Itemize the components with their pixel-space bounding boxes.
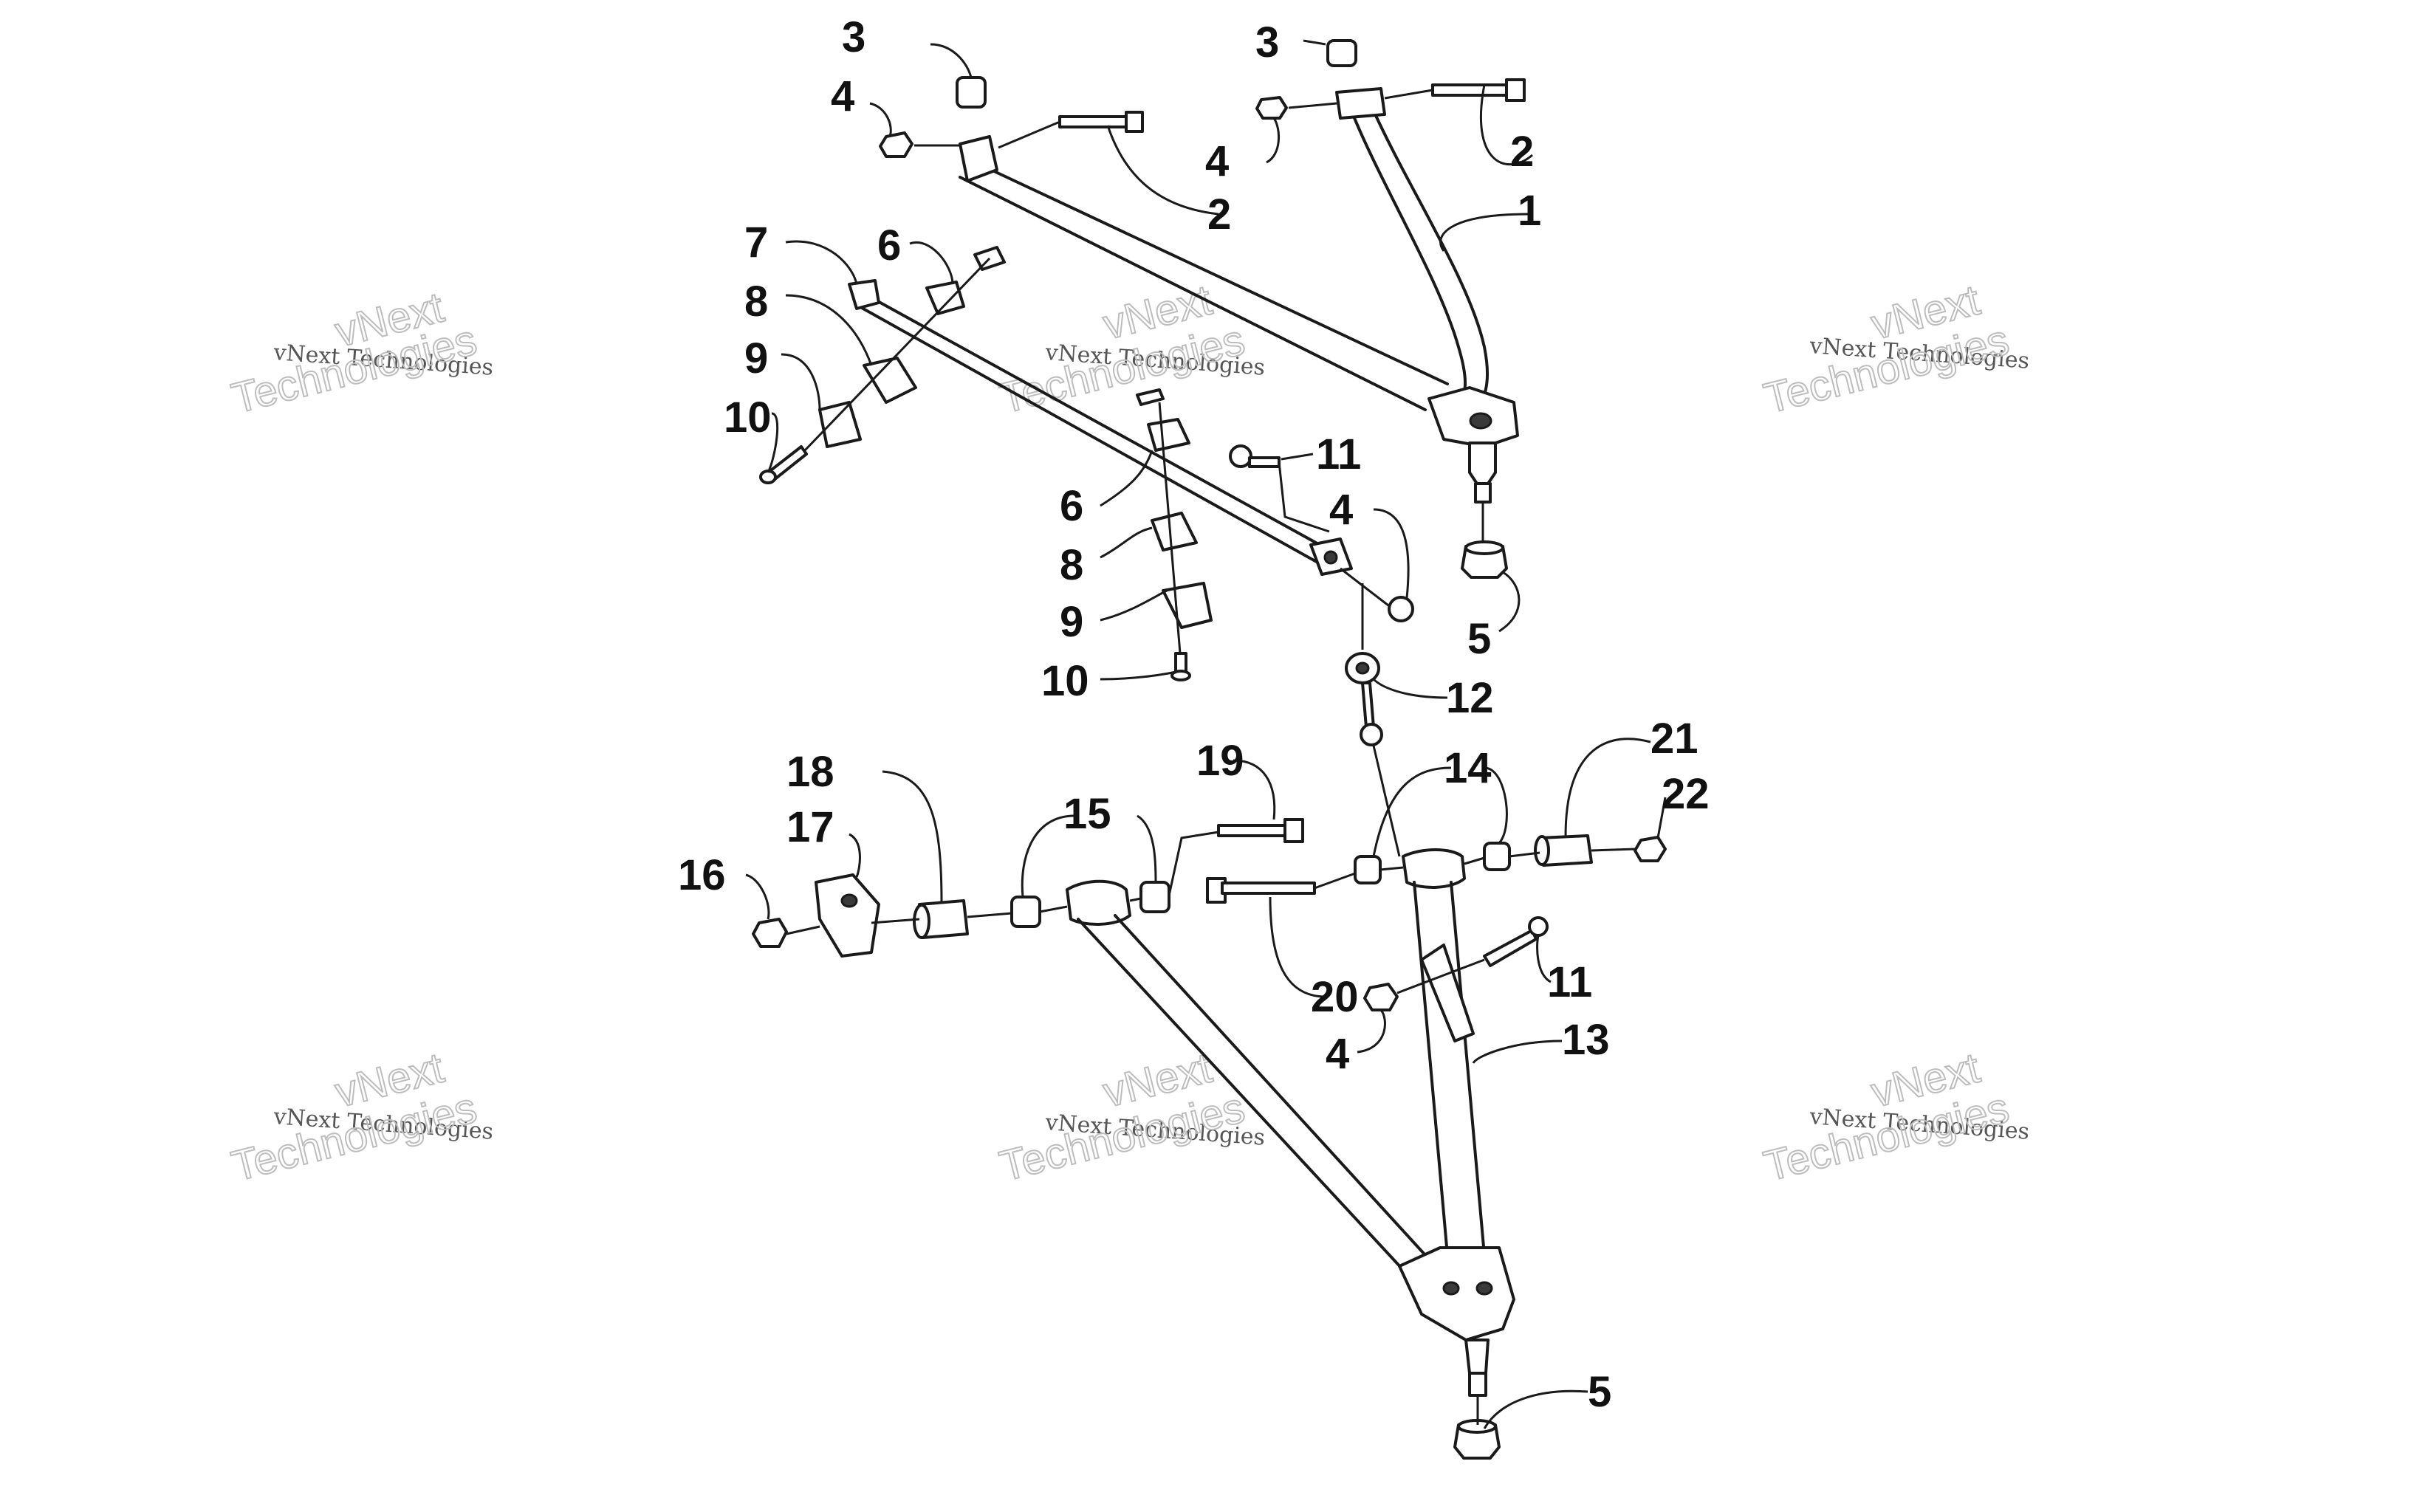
bracket-17 bbox=[815, 873, 880, 958]
bolt-11-upper bbox=[1229, 444, 1281, 468]
callout-20: 20 bbox=[1311, 973, 1359, 1021]
callout-3-right: 3 bbox=[1255, 18, 1279, 66]
callout-4-upper-left: 4 bbox=[831, 72, 854, 120]
callout-2-left: 2 bbox=[1207, 190, 1231, 238]
bushing-6-center bbox=[1147, 418, 1190, 452]
callout-17: 17 bbox=[786, 803, 834, 851]
callout-21: 21 bbox=[1651, 715, 1699, 763]
callout-11-upper: 11 bbox=[1316, 430, 1361, 478]
bushing-15-front-b bbox=[1139, 881, 1170, 913]
upper-a-arm bbox=[959, 87, 1519, 504]
bracket-8-left bbox=[863, 357, 917, 404]
callout-10-left: 10 bbox=[724, 394, 772, 441]
watermark-bottom-center: vNext vNext Technologies Technologies bbox=[994, 1043, 1266, 1192]
bolt-2-right bbox=[1431, 78, 1526, 102]
callout-13: 13 bbox=[1562, 1016, 1610, 1064]
callout-4-lower: 4 bbox=[1326, 1030, 1349, 1078]
nut-4-lower bbox=[1363, 983, 1399, 1011]
bushing-15-front-a bbox=[1010, 896, 1041, 928]
callout-8-center: 8 bbox=[1060, 541, 1083, 589]
bushing-14-a bbox=[1354, 855, 1382, 884]
callout-14: 14 bbox=[1444, 744, 1492, 792]
leader-lines bbox=[745, 39, 1667, 1429]
sleeve-21 bbox=[1534, 834, 1593, 867]
watermark-bottom-left: vNext vNext Technologies Technologies bbox=[226, 1043, 494, 1192]
callout-19: 19 bbox=[1196, 737, 1244, 785]
bolt-19 bbox=[1217, 818, 1304, 843]
bushing-14-b bbox=[1483, 842, 1511, 871]
nut-4-upper-left bbox=[879, 131, 914, 158]
callout-6-center: 6 bbox=[1060, 482, 1083, 530]
callout-12: 12 bbox=[1446, 674, 1494, 722]
callout-7: 7 bbox=[744, 219, 768, 267]
bushing-6-left bbox=[925, 281, 965, 315]
bolt-10-center bbox=[1170, 652, 1191, 681]
callout-9-left: 9 bbox=[744, 334, 768, 382]
callout-4-sway-link: 4 bbox=[1329, 486, 1353, 534]
callout-4-upper-right: 4 bbox=[1205, 137, 1229, 185]
callout-11-lower: 11 bbox=[1547, 958, 1592, 1006]
watermark-top-center: vNext vNext Technologies Technologies bbox=[994, 275, 1266, 424]
sway-link-12 bbox=[1345, 652, 1383, 746]
nut-4-upper-right bbox=[1255, 96, 1288, 120]
nut-5-upper bbox=[1461, 540, 1508, 579]
bolt-11-lower bbox=[1483, 916, 1549, 967]
callout-6-upper: 6 bbox=[877, 221, 901, 269]
nut-4-sway-link bbox=[1388, 596, 1414, 622]
clamp-9-left bbox=[818, 401, 862, 448]
callout-5-lower: 5 bbox=[1588, 1368, 1611, 1416]
callout-16: 16 bbox=[678, 851, 726, 899]
bolt-20 bbox=[1206, 877, 1316, 904]
watermark-top-right: vNext vNext Technologies Technologies bbox=[1758, 275, 2030, 424]
callout-1: 1 bbox=[1518, 187, 1541, 235]
watermark-bottom-right: vNext vNext Technologies Technologies bbox=[1758, 1043, 2030, 1192]
callout-22: 22 bbox=[1662, 770, 1710, 818]
callout-9-center: 9 bbox=[1060, 598, 1083, 646]
clip-6-center bbox=[1136, 388, 1165, 406]
callout-2-right: 2 bbox=[1510, 128, 1534, 176]
nut-5-lower bbox=[1453, 1419, 1501, 1460]
nut-22 bbox=[1634, 836, 1667, 862]
lower-a-arm bbox=[1066, 848, 1515, 1397]
bolt-10-left bbox=[759, 445, 808, 484]
callout-3-left: 3 bbox=[842, 13, 865, 61]
sleeve-18 bbox=[913, 899, 969, 939]
nut-16 bbox=[752, 918, 788, 948]
bushing-3-left bbox=[956, 76, 987, 109]
callout-10-center: 10 bbox=[1041, 657, 1089, 705]
clamp-9-center bbox=[1162, 582, 1213, 629]
callout-8-left: 8 bbox=[744, 278, 768, 326]
bolt-2-left bbox=[1058, 111, 1144, 133]
sway-bar bbox=[848, 279, 1353, 576]
callout-15: 15 bbox=[1063, 790, 1111, 838]
watermark-top-left: vNext vNext Technologies Technologies bbox=[226, 283, 494, 424]
bracket-8-center bbox=[1151, 512, 1198, 551]
bushing-3-right bbox=[1326, 39, 1357, 67]
callout-18: 18 bbox=[786, 748, 834, 796]
callout-5-upper: 5 bbox=[1467, 615, 1491, 663]
